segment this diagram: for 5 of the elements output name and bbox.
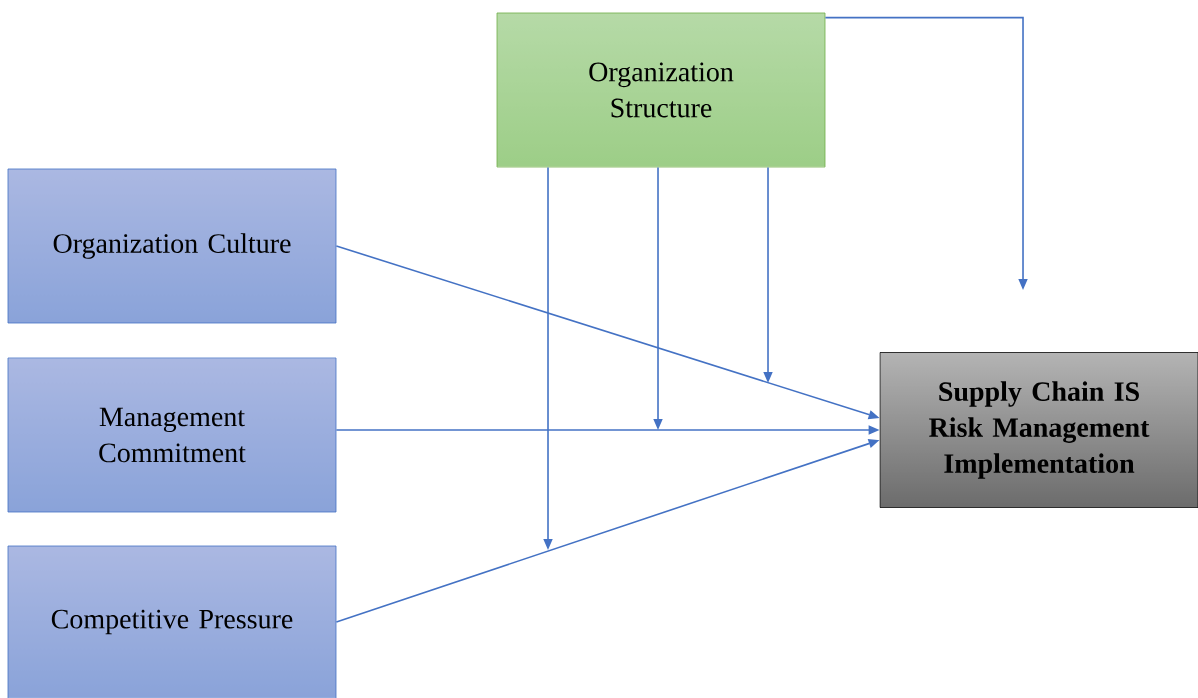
- factor-box: Competitive Pressure: [7, 545, 337, 698]
- outcome-box: Supply Chain IS Risk Management Implementation: [879, 352, 1198, 508]
- moderator-box: Organization Structure: [496, 12, 826, 168]
- factor-box: Organization Culture: [7, 168, 337, 324]
- factor-box: Management Commitment: [7, 357, 337, 513]
